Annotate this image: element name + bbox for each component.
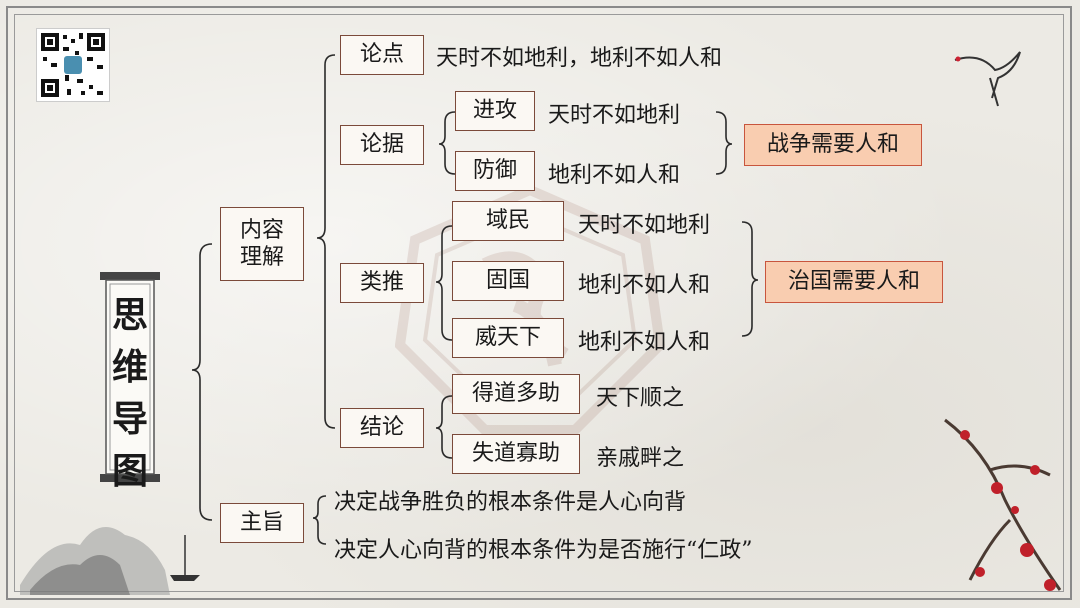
- text-shidao: 亲戚畔之: [596, 446, 685, 471]
- node-argument: 论点: [340, 35, 424, 75]
- text-weitianxia: 地利不如人和: [578, 330, 711, 355]
- title-char: 图: [111, 450, 148, 492]
- node-conclusion: 结论: [340, 408, 424, 448]
- text-attack: 天时不如地利: [548, 103, 681, 128]
- node-attack: 进攻: [455, 91, 535, 131]
- node-guguo: 固国: [452, 261, 564, 301]
- node-dedao: 得道多助: [452, 374, 580, 414]
- title-scroll-frame: [100, 272, 160, 482]
- mind-map-title: 思 维 导 图: [98, 286, 162, 492]
- outer-frame: [6, 6, 1072, 600]
- text-yumin: 天时不如地利: [578, 213, 711, 238]
- landscape-decoration: [20, 527, 200, 595]
- text-dedao: 天下顺之: [596, 386, 685, 411]
- qr-code-image: [36, 28, 110, 102]
- text-defense: 地利不如人和: [548, 163, 681, 188]
- node-content-understanding: 内容 理解: [220, 207, 304, 281]
- node-analogy: 类推: [340, 263, 424, 303]
- title-char: 导: [111, 398, 148, 440]
- plum-blossom-decoration: [944, 418, 1062, 591]
- text-main-idea-line1: 决定战争胜负的根本条件是人心向背: [334, 490, 687, 515]
- node-shidao: 失道寡助: [452, 434, 580, 474]
- title-char: 维: [111, 346, 148, 388]
- node-evidence: 论据: [340, 125, 424, 165]
- text-main-idea-line2: 决定人心向背的根本条件为是否施行“仁政”: [334, 538, 753, 563]
- text-argument: 天时不如地利，地利不如人和: [436, 46, 723, 71]
- crane-decoration: [954, 51, 1021, 107]
- text-guguo: 地利不如人和: [578, 273, 711, 298]
- node-yumin: 域民: [452, 201, 564, 241]
- node-governance-needs-harmony: 治国需要人和: [765, 261, 943, 303]
- node-defense: 防御: [455, 151, 535, 191]
- title-char: 思: [111, 294, 148, 336]
- node-main-idea: 主旨: [220, 503, 304, 543]
- node-war-needs-harmony: 战争需要人和: [744, 124, 922, 166]
- inner-frame: [14, 14, 1064, 592]
- node-weitianxia: 威天下: [452, 318, 564, 358]
